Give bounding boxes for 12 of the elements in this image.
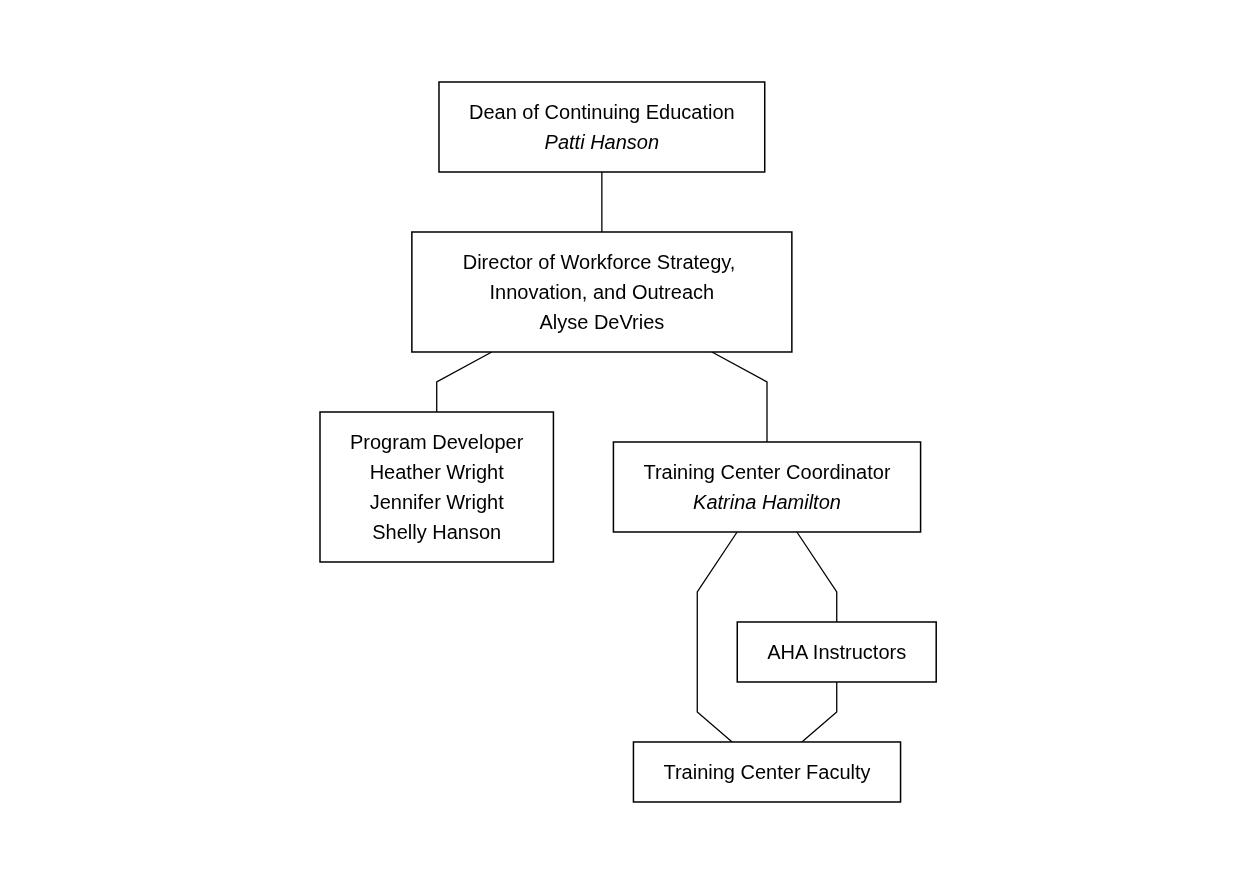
connector [601, 170, 603, 233]
connector [711, 350, 769, 443]
node-box: Program Developer Heather Wright Jennifer Wright Shelly Hanson [319, 410, 555, 563]
node-box: Director of Workforce Strategy, Innovation, and Outreach Alyse DeVries [411, 230, 793, 353]
connector [697, 530, 739, 743]
connector [436, 350, 493, 413]
node-box: Training Center Faculty [633, 740, 902, 803]
connector [801, 680, 838, 743]
connector [796, 530, 838, 623]
node-box: Dean of Continuing Education Patti Hanson [438, 80, 766, 173]
node-box: AHA Instructors [736, 620, 938, 683]
node-box: Training Center Coordinator Katrina Hamilton [613, 440, 922, 533]
